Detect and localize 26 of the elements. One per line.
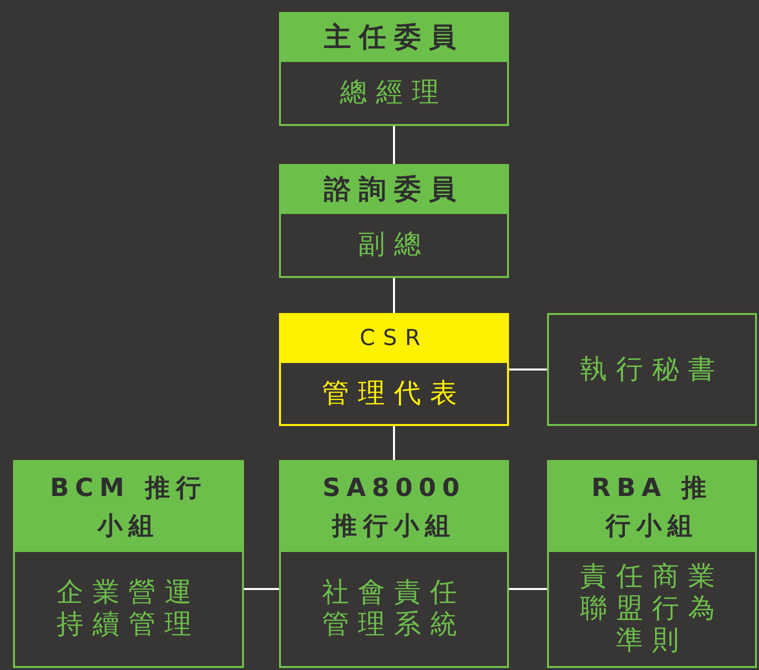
header-band: SA8000 推行小組 [281,462,507,552]
org-box [547,460,757,668]
org-box [279,313,509,426]
connector-line [509,368,547,370]
org-box [547,313,757,426]
connector-line [393,126,395,164]
box-text: 管理代表 [322,378,466,410]
org-box [279,460,509,668]
box-text: 企業營運持續管理 [56,577,202,641]
header-band: 諮詢委員 [281,166,507,214]
org-box [279,12,509,126]
header-band: CSR [281,315,507,363]
connector-line [509,588,547,590]
box-text: 總經理 [340,77,448,109]
box-text: 副總 [358,229,430,261]
box-text: 責任商業聯盟行為準則 [579,561,725,657]
org-box [13,460,244,668]
box-text: 執行秘書 [580,354,724,386]
header-band: BCM 推行小組 [15,462,242,552]
header-band: RBA 推行小組 [549,462,755,552]
connector-line [393,426,395,460]
box-text: 社會責任管理系統 [321,577,467,641]
header-band: 主任委員 [281,14,507,62]
connector-line [393,278,395,313]
connector-line [244,588,279,590]
org-box [279,164,509,278]
